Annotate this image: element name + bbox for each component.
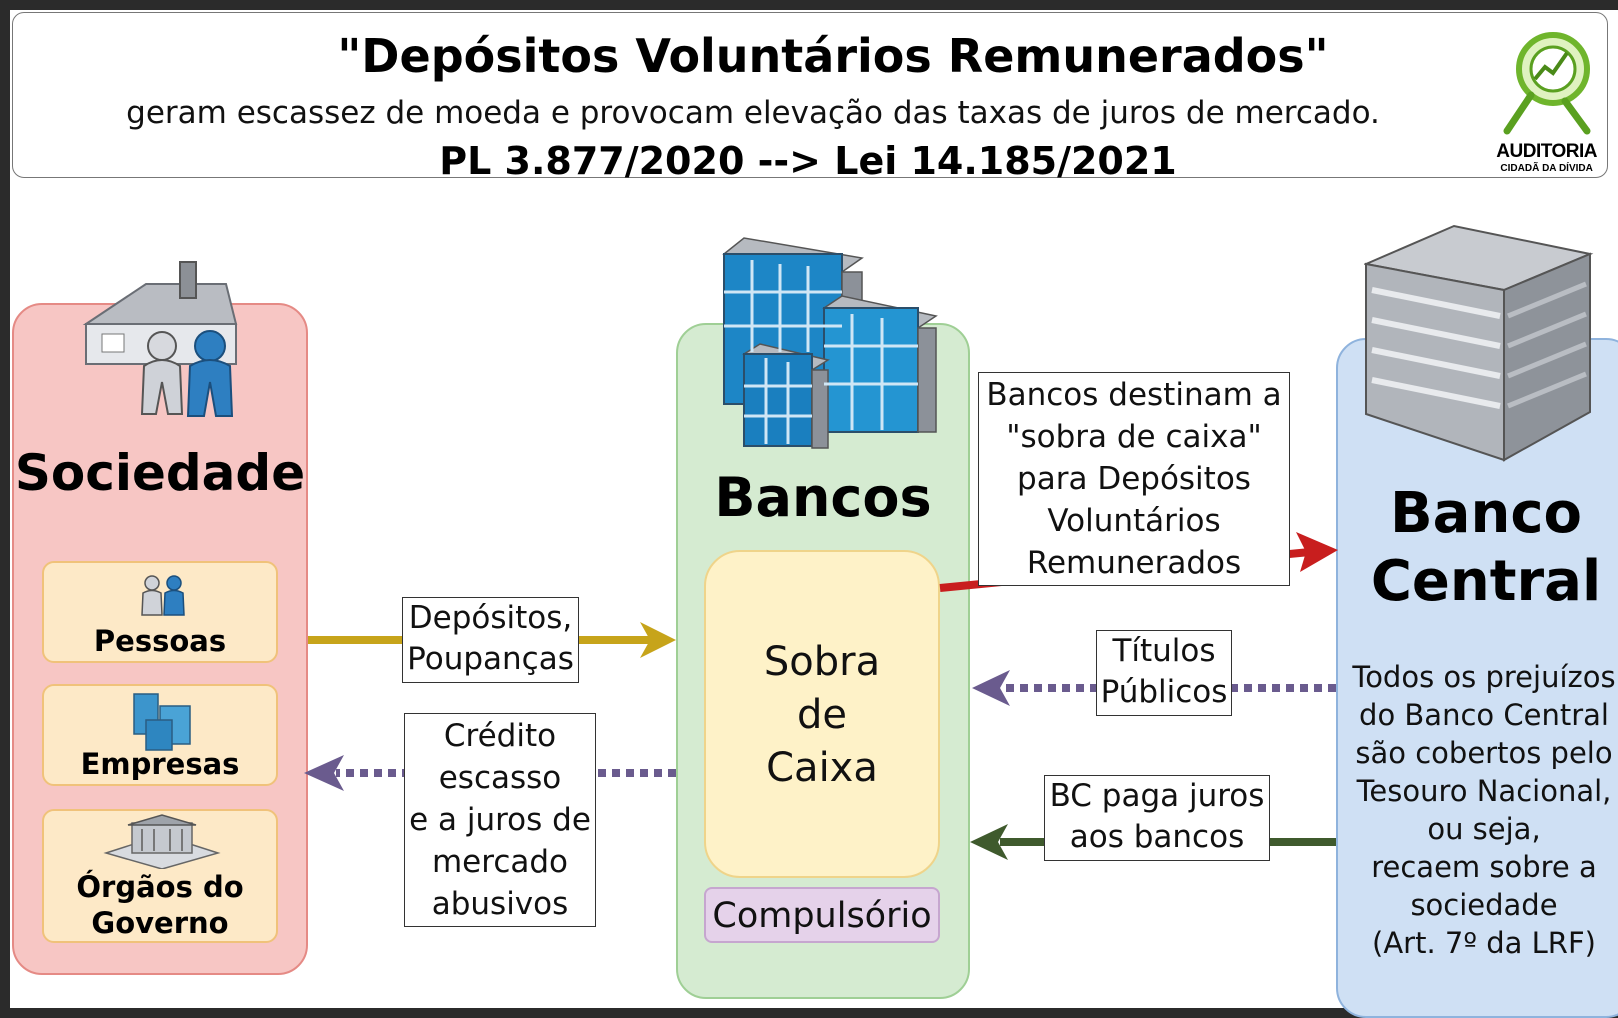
juros-arrowhead xyxy=(970,824,1008,860)
central-bank-building-icon xyxy=(1364,224,1594,462)
logo-name: AUDITORIA xyxy=(1496,141,1597,162)
sobra-line2: de xyxy=(797,692,847,738)
credito-label: Crédito escasso e a juros de mercado abu… xyxy=(404,713,596,927)
logo: AUDITORIA CIDADÃ DA DÍVIDA xyxy=(1496,141,1597,174)
orgaos-box: Órgãos do Governo xyxy=(42,809,278,943)
credito-line2: escasso xyxy=(438,760,562,796)
destinam-label: Bancos destinam a "sobra de caixa" para … xyxy=(978,372,1290,586)
depositos-arrowhead xyxy=(640,622,676,658)
credito-line4: mercado xyxy=(431,844,569,880)
office-buildings-icon xyxy=(722,237,938,449)
government-building-icon xyxy=(103,814,221,869)
depositos-label: Depósitos, Poupanças xyxy=(402,597,579,683)
note-line2: do Banco Central xyxy=(1359,698,1609,732)
depositos-line1: Depósitos, xyxy=(408,600,573,636)
empresas-box: Empresas xyxy=(42,684,278,786)
juros-line2: aos bancos xyxy=(1069,819,1245,855)
sobra-line1: Sobra xyxy=(763,639,881,685)
page-title: "Depósitos Voluntários Remunerados" xyxy=(337,29,1329,83)
titulos-label: Títulos Públicos xyxy=(1096,630,1232,716)
orgaos-label-line1: Órgãos do xyxy=(76,870,244,904)
magnifier-chart-icon xyxy=(1503,32,1591,135)
header-box: "Depósitos Voluntários Remunerados" gera… xyxy=(12,12,1608,183)
sobra-line3: Caixa xyxy=(766,745,878,791)
law-reference: PL 3.877/2020 --> Lei 14.185/2021 xyxy=(439,139,1177,183)
frame-left-edge xyxy=(0,0,10,1008)
juros-label: BC paga juros aos bancos xyxy=(1044,775,1270,861)
page-subtitle: geram escassez de moeda e provocam eleva… xyxy=(126,95,1380,131)
note-line4: Tesouro Nacional, xyxy=(1356,774,1612,808)
banco-central-title-line1: Banco xyxy=(1389,481,1582,546)
buildings-icon xyxy=(133,693,191,751)
credito-line3: e a juros de xyxy=(409,802,591,838)
destinam-line2: "sobra de caixa" xyxy=(1006,419,1262,455)
orgaos-label-line2: Governo xyxy=(91,906,229,940)
bancos-title: Bancos xyxy=(714,466,932,529)
destinam-line4: Voluntários xyxy=(1047,503,1221,539)
credito-line1: Crédito xyxy=(443,718,557,754)
titulos-line2: Públicos xyxy=(1100,674,1228,710)
credito-line5: abusivos xyxy=(431,886,569,922)
pessoas-label: Pessoas xyxy=(93,624,227,658)
note-line7: sociedade xyxy=(1410,888,1558,922)
destinam-line1: Bancos destinam a xyxy=(986,377,1282,413)
compulsorio-box: Compulsório xyxy=(704,887,940,943)
pessoas-box: Pessoas xyxy=(42,561,278,663)
note-line1: Todos os prejuízos xyxy=(1352,660,1616,694)
depositos-line2: Poupanças xyxy=(407,641,574,677)
banco-central-note: Todos os prejuízos do Banco Central são … xyxy=(1344,658,1618,962)
credito-arrowhead xyxy=(304,755,344,791)
destinam-arrowhead xyxy=(1296,532,1338,572)
note-line5: ou seja, xyxy=(1427,812,1541,846)
sobra-label: Sobra de Caixa xyxy=(706,636,938,795)
sociedade-title: Sociedade xyxy=(14,444,306,502)
frame-top-edge xyxy=(0,0,1618,10)
titulos-line1: Títulos xyxy=(1112,633,1216,669)
note-line6: recaem sobre a xyxy=(1371,850,1597,884)
titulos-arrowhead xyxy=(972,670,1010,706)
house-family-icon xyxy=(82,261,238,417)
note-line8: (Art. 7º da LRF) xyxy=(1372,926,1596,960)
sobra-de-caixa-box: Sobra de Caixa xyxy=(704,550,940,878)
banco-central-title: Banco Central xyxy=(1336,480,1618,616)
destinam-line5: Remunerados xyxy=(1026,545,1242,581)
note-line3: são cobertos pelo xyxy=(1355,736,1613,770)
destinam-line3: para Depósitos xyxy=(1017,461,1251,497)
logo-tagline: CIDADÃ DA DÍVIDA xyxy=(1500,163,1593,174)
people-icon xyxy=(141,575,185,616)
banco-central-title-line2: Central xyxy=(1370,549,1602,614)
empresas-label: Empresas xyxy=(80,747,240,781)
juros-line1: BC paga juros xyxy=(1049,778,1265,814)
